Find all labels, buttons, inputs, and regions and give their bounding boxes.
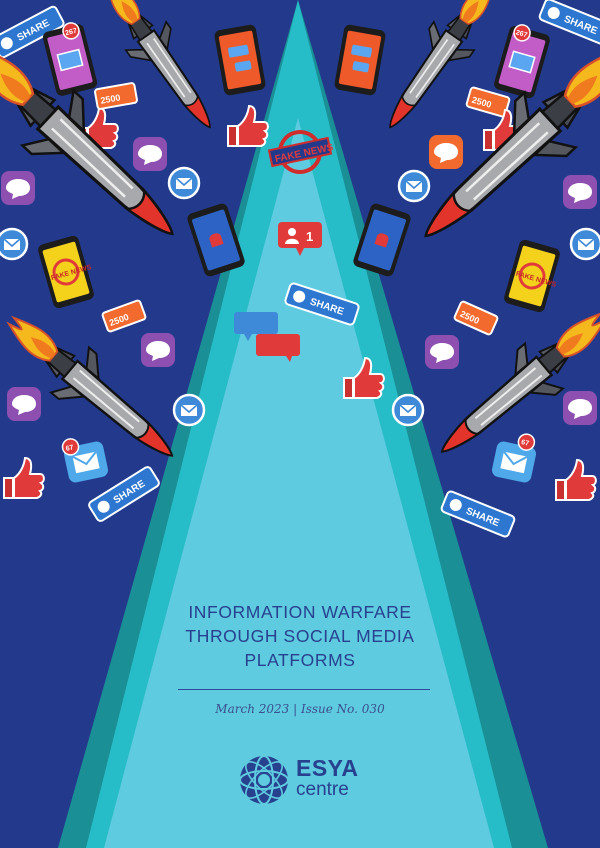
mail-phone-icon: 267: [41, 22, 99, 98]
issue-date-line: March 2023 | Issue No. 030: [215, 702, 385, 716]
svg-text:267: 267: [515, 29, 528, 39]
logo-subtitle: centre: [296, 779, 349, 800]
chat-bubble-icon: [429, 135, 463, 169]
logo-wordmark: ESYA: [296, 755, 359, 781]
mail-circle-icon: [569, 227, 600, 261]
mail-circle-icon: [391, 393, 425, 427]
mail-tile-icon: 67: [61, 438, 111, 485]
svg-text:67: 67: [520, 439, 529, 447]
chat-bubble-icon: [563, 175, 597, 209]
mail-circle-icon: [0, 227, 29, 261]
share-sticker-icon: SHARE: [283, 281, 361, 327]
chat-bubble-icon: [1, 171, 35, 205]
speech-bubbles-icon: [234, 312, 300, 362]
chat-bubble-icon: [425, 335, 459, 369]
like-count-sticker-icon: 2500: [94, 82, 138, 110]
follower-notification-icon: 1: [278, 222, 322, 256]
like-count-sticker-icon: 2500: [465, 86, 511, 118]
share-sticker-icon: SHARE: [537, 0, 600, 47]
fake-news-phone-icon: FAKE NEWS: [502, 238, 562, 314]
svg-text:1: 1: [306, 229, 313, 244]
svg-text:67: 67: [65, 444, 74, 452]
chat-bubble-icon: [7, 387, 41, 421]
cover-title-line: PLATFORMS: [244, 650, 356, 670]
globe-logo-icon: [239, 755, 289, 805]
svg-text:2500: 2500: [100, 92, 121, 105]
svg-text:267: 267: [65, 28, 78, 38]
mail-phone-icon: 267: [492, 24, 552, 100]
light-beam-inner: [104, 118, 494, 848]
mail-circle-icon: [167, 166, 201, 200]
like-count-sticker-icon: 2500: [453, 300, 499, 336]
esya-centre-logo: ESYA centre: [238, 752, 378, 812]
chat-bubble-icon: [141, 333, 175, 367]
chat-phone-icon: [333, 23, 387, 97]
cover-title-line: INFORMATION WARFARE: [188, 602, 412, 622]
mail-tile-icon: 67: [489, 433, 539, 485]
cover-title-line: THROUGH SOCIAL MEDIA: [185, 626, 415, 646]
title-divider: [178, 689, 430, 690]
mail-circle-icon: [172, 393, 206, 427]
mail-circle-icon: [397, 169, 431, 203]
chat-phone-icon: [213, 23, 267, 97]
alert-phone-icon: [351, 202, 413, 278]
fake-news-phone-icon: FAKE NEWS: [36, 234, 96, 310]
chat-bubble-icon: [563, 391, 597, 425]
cover-title: INFORMATION WARFARE THROUGH SOCIAL MEDIA…: [150, 600, 450, 672]
chat-bubble-icon: [133, 137, 167, 171]
alert-phone-icon: [185, 202, 247, 278]
like-count-sticker-icon: 2500: [101, 299, 147, 333]
fake-news-stamp-icon: FAKE NEWS: [267, 130, 335, 174]
share-sticker-icon: SHARE: [439, 489, 517, 539]
